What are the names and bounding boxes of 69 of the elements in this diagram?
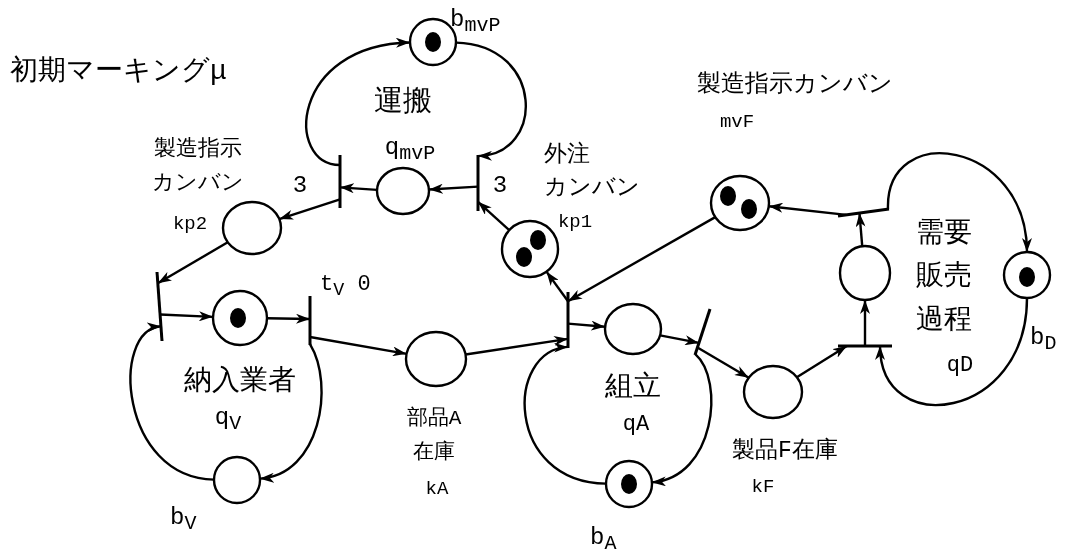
process-label: 需要販売過程 [916,216,972,338]
place-label: kA [425,477,449,501]
arc-arrow [305,39,411,167]
arc-arrow [567,216,716,303]
place-label: 部品A在庫 [406,405,462,466]
place-label: mvF [719,110,755,134]
arc-arrow [157,241,229,285]
diagram-title: 初期マーキングμ [10,55,227,89]
process-label: qD [946,352,974,380]
process-label: q$_{mvP}$ [384,133,436,167]
arc-arrow [855,212,866,247]
arc-arrow [796,345,848,379]
marked-place [709,174,771,232]
arc-arrow [545,270,569,302]
arc-arrow [567,320,606,331]
arc-arrow [259,343,323,481]
place-circle [221,200,283,256]
arc-arrow [886,152,1031,253]
transition-bar [693,307,712,357]
place-label: kF [751,475,775,499]
marked-place [1002,250,1052,300]
marked-place [604,459,654,509]
process-label: 組立 [605,371,661,405]
process-label: 納入業者 [184,365,296,399]
transition-bar [155,270,164,343]
arc-arrow [876,297,1029,406]
place-label: t$_{V}$ 0 [320,271,371,303]
arc-arrow [860,300,870,346]
place-circle [603,302,663,356]
place-label: b$_{D}$ [1030,323,1057,357]
place-label: kp2 [172,212,208,236]
place-circle [838,244,892,302]
arc-arrow [339,183,378,194]
arc-arrow [428,183,479,194]
arc-arrow [267,313,310,324]
place-label: 製品F在庫 [732,438,838,466]
arc-arrow [696,346,750,379]
arc-arrow [651,353,713,485]
marked-place [500,219,560,279]
process-label: q$_{V}$ [214,403,242,437]
place-circle [375,166,431,216]
transition-bar [836,344,894,348]
place-label: 製造指示カンバン [697,70,893,100]
arc-arrow [659,334,700,346]
arc-arrow [160,311,214,322]
arc-arrow [455,41,527,159]
place-circle [212,455,262,505]
transition-bar [566,290,570,350]
process-label: 運搬 [374,85,432,121]
place-circle [404,330,468,388]
arc-arrow [768,202,847,217]
arc-arrow [465,336,569,356]
arc-arrow [309,335,407,357]
arc-arrow [523,345,607,485]
place-label: 製造指示カンバン [152,135,244,198]
place-label: b$_{mvP}$ [450,5,501,39]
transition-bar [338,153,342,210]
place-label: b$_{V}$ [170,503,197,537]
place-label: b$_{A}$ [590,523,617,553]
arc-arrow [129,325,215,481]
place-circle [742,364,804,420]
transition-bar [836,207,891,218]
arc-arrow [477,200,511,232]
place-label: 外注カンバン [544,140,640,203]
transition-bar [308,294,312,347]
transition-bar [476,153,480,213]
place-label: kp1 [557,210,593,234]
process-label: qA [622,411,650,439]
marked-place [211,289,269,347]
